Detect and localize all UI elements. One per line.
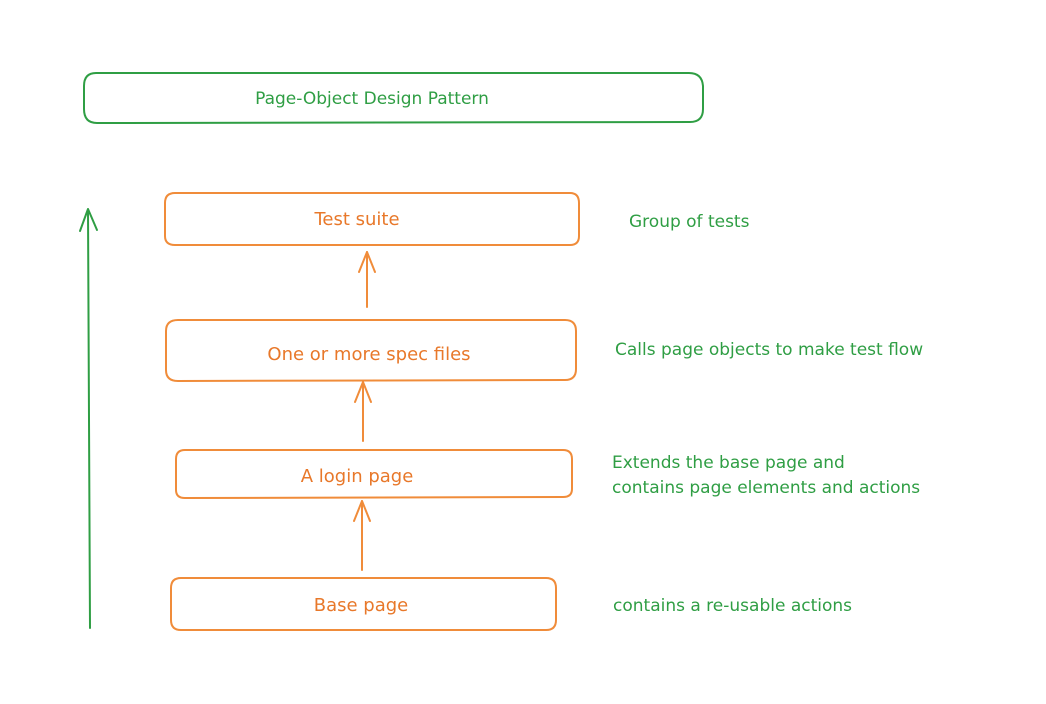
layer-label-base-page: Base page	[314, 595, 409, 616]
hierarchy-arrow-shaft	[87, 209, 91, 629]
arrow-spec-to-suite	[358, 251, 376, 308]
layer-box-test-suite	[164, 192, 580, 246]
layer-label-login-page: A login page	[301, 466, 414, 487]
layer-base-page: Base page contains a re-usable actions	[170, 577, 852, 631]
layer-description-spec-files: Calls page objects to make test flow	[615, 340, 923, 360]
layer-box-spec-files	[165, 319, 577, 382]
arrow-login-to-spec-head	[354, 381, 372, 403]
layer-box-base-page	[170, 577, 557, 631]
diagram-title: Page-Object Design Pattern	[255, 89, 489, 109]
layer-description-base-page: contains a re-usable actions	[613, 596, 852, 616]
layer-box-login-page	[175, 449, 573, 499]
arrow-spec-to-suite-head	[358, 251, 376, 273]
layer-label-test-suite: Test suite	[313, 209, 399, 230]
layer-description-login-page-line1: Extends the base page and	[612, 453, 845, 473]
layer-description-test-suite: Group of tests	[629, 212, 750, 232]
title-box-outline	[83, 72, 704, 124]
title-box: Page-Object Design Pattern	[83, 72, 704, 124]
arrow-base-to-login	[353, 500, 371, 571]
hierarchy-arrow	[79, 208, 98, 629]
hierarchy-arrow-head	[79, 208, 98, 232]
layer-login-page: A login page Extends the base page and c…	[175, 449, 920, 499]
layer-test-suite: Test suite Group of tests	[164, 192, 750, 246]
layer-description-login-page-line2: contains page elements and actions	[612, 478, 920, 498]
layer-label-spec-files: One or more spec files	[267, 344, 470, 365]
arrow-base-to-login-head	[353, 500, 371, 522]
layer-spec-files: One or more spec files Calls page object…	[165, 319, 923, 382]
arrow-login-to-spec	[354, 381, 372, 442]
